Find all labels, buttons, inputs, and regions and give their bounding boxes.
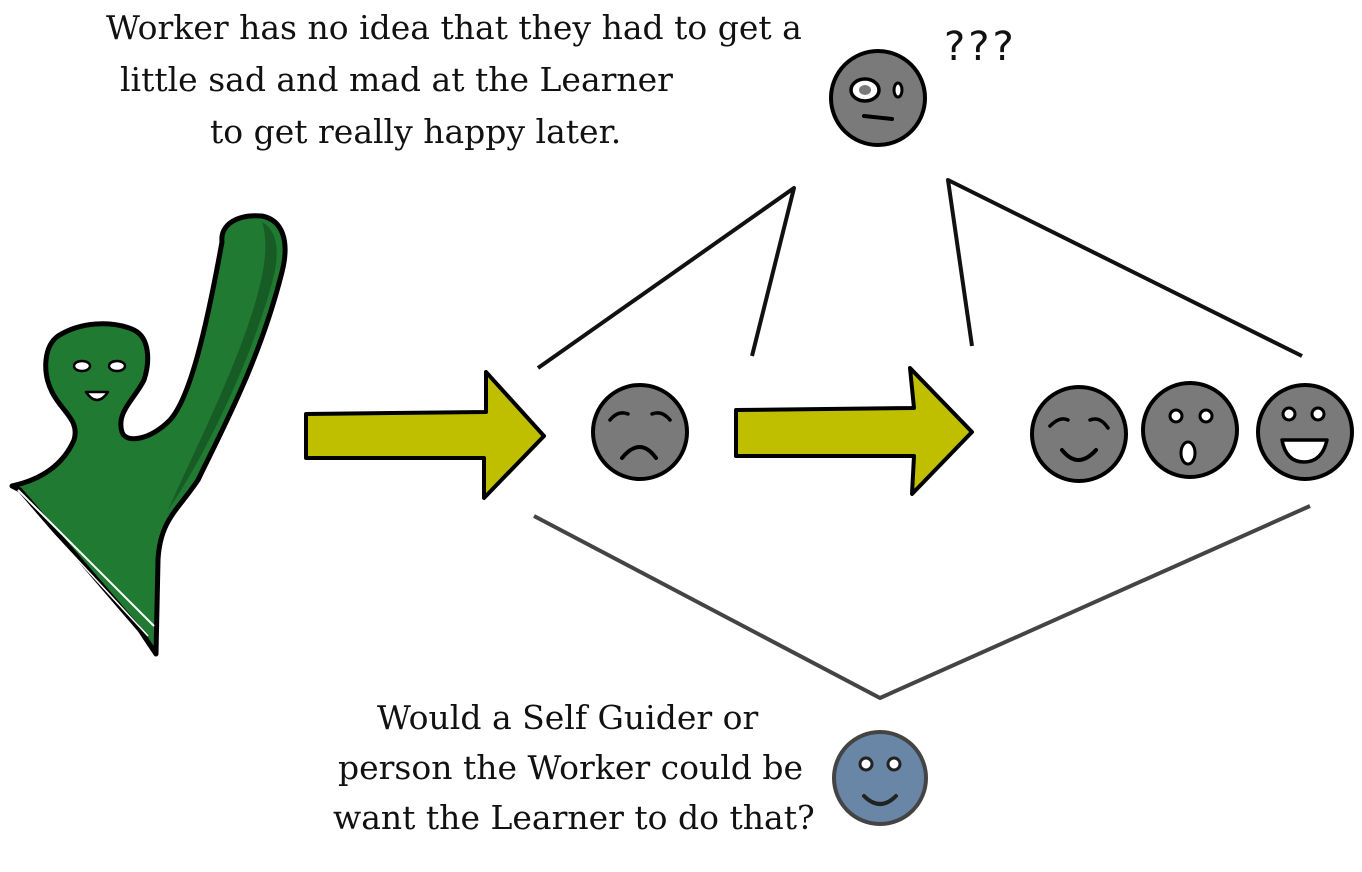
bracket-line-to-happy-faces xyxy=(946,178,1303,358)
top-caption-line-1: Worker has no idea that they had to get … xyxy=(106,8,802,47)
worker-body xyxy=(9,213,288,657)
content-face-icon xyxy=(1030,385,1128,483)
worker-body-shadow xyxy=(168,222,277,510)
grinning-face-icon xyxy=(1256,383,1354,481)
top-caption-line-3: to get really happy later. xyxy=(210,112,622,151)
worker-figure-icon xyxy=(9,213,288,657)
worker-mouth xyxy=(84,390,110,402)
bottom-caption-line-2: person the Worker could be xyxy=(338,748,804,787)
surprised-face-icon xyxy=(1141,381,1239,479)
bracket-line-to-sad-face xyxy=(536,186,796,370)
bottom-caption-line-3: want the Learner to do that? xyxy=(333,798,815,837)
top-caption-line-2: little sad and mad at the Learner xyxy=(120,60,673,99)
right-arrow-icon xyxy=(304,370,546,500)
confused-face-icon xyxy=(829,49,927,147)
sad-face-icon xyxy=(591,383,689,481)
worker-highlight-stripe xyxy=(17,489,155,627)
question-marks-label: ??? xyxy=(944,24,1017,70)
worker-right-eye xyxy=(107,359,127,373)
smiling-blue-face-icon xyxy=(832,730,928,826)
worker-highlight-stripe xyxy=(21,499,149,637)
bottom-caption-line-1: Would a Self Guider or xyxy=(377,698,759,737)
right-arrow-icon xyxy=(734,366,974,496)
bracket-line-to-self-guider xyxy=(533,504,1311,700)
worker-left-eye xyxy=(72,359,92,373)
